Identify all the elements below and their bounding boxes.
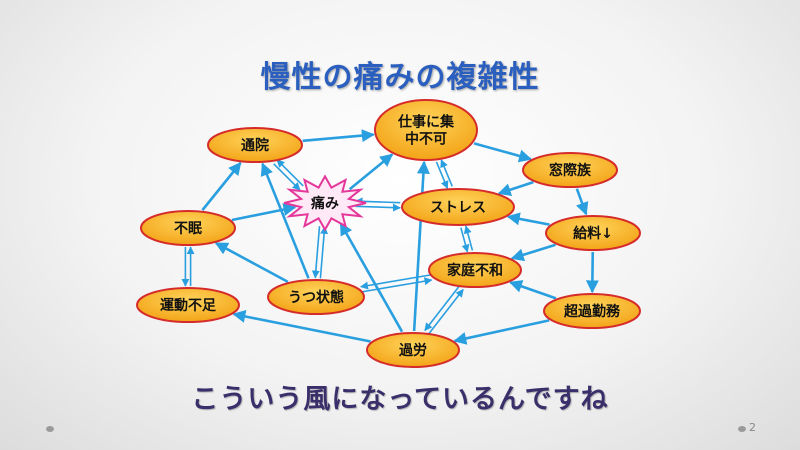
slide-caption: こういう風になっているんですね [191,384,609,415]
node-label: 給料↓ [573,225,613,242]
arrow-madogiwa-to-stress [497,180,534,196]
node-label: 運動不足 [160,297,217,314]
arrow-kyuryo-to-katei [510,243,556,262]
node-ellipse [543,293,641,329]
node-label: 超過勤務 [563,303,621,320]
node-fumin: 不眠 [140,210,236,246]
left-dot-icon [46,426,54,432]
arrow-shigoto-to-stress [435,161,449,190]
arrow-karo-to-undo [232,310,371,343]
node-undo: 運動不足 [136,287,240,323]
node-kyuryo: 給料↓ [545,215,641,251]
node-choka: 超過勤務 [543,293,641,329]
arrow-kyuryo-to-choka [585,251,599,294]
arrow-choka-to-katei [509,280,557,300]
slide-title: 慢性の痛みの複雑性 [260,60,540,95]
arrow-katei-to-utsu [360,274,431,290]
node-karo: 過労 [366,332,460,368]
arrow-utsu-to-itami [319,225,329,279]
node-label: 窓際族 [549,162,592,179]
arrow-choka-to-karo [453,319,550,345]
node-madogiwa: 窓際族 [522,152,618,188]
arrow-shigoto-to-madogiwa [473,142,533,163]
node-label: 家庭不和 [447,262,503,279]
arrow-tsuin-to-itami [273,163,301,191]
arrow-utsu-to-katei [361,277,433,293]
arrow-utsu-to-fumin [214,241,289,283]
arrow-stress-to-katei [460,227,470,253]
node-label: うつ状態 [288,289,344,306]
arrow-katei-to-karo [424,285,460,332]
arrow-karo-to-katei [428,288,464,335]
node-itami: 痛み [283,174,367,232]
arrow-fumin-to-tsuin [201,161,242,211]
node-ellipse [545,215,641,251]
arrow-itami-to-utsu [311,226,321,279]
node-ellipse [136,287,240,323]
arrow-karo-to-shigoto [412,160,430,332]
burst-shape [283,174,367,232]
arrow-fumin-to-itami [231,203,297,222]
arrow-tsuin-to-shigoto [302,129,375,143]
node-katei: 家庭不和 [428,252,522,288]
node-label: 中不可 [405,131,447,148]
node-ellipse [267,279,365,315]
node-label: 痛み [310,195,339,212]
node-stress: ストレス [401,188,515,226]
node-label: ストレス [430,200,486,216]
node-ellipse [207,127,303,163]
arrow-kyuryo-to-stress [506,212,550,226]
node-ellipse [374,99,478,161]
node-ellipse [366,332,460,368]
arrow-stress-to-shigoto [440,159,453,187]
node-ellipse [401,188,515,226]
node-ellipse [140,210,236,246]
node-label: 通院 [241,137,269,154]
node-label: 過労 [398,342,427,359]
arrow-karo-to-itami [339,222,404,333]
node-ellipse [428,252,522,288]
node-ellipse [522,152,618,188]
arrow-madogiwa-to-kyuryo [575,188,589,216]
arrow-itami-to-shigoto [348,153,394,191]
arrow-itami-to-stress [355,203,401,212]
page-number: 2 [749,421,756,434]
node-tsuin: 通院 [207,127,303,163]
edge-layer [181,129,599,345]
arrow-utsu-to-tsuin [260,162,310,279]
right-dot-icon [738,426,746,432]
arrow-itami-to-tsuin [276,159,304,187]
node-utsu: うつ状態 [267,279,365,315]
node-label: 不眠 [174,221,202,237]
node-label: 仕事に集 [397,114,455,131]
arrow-katei-to-stress [463,225,474,251]
